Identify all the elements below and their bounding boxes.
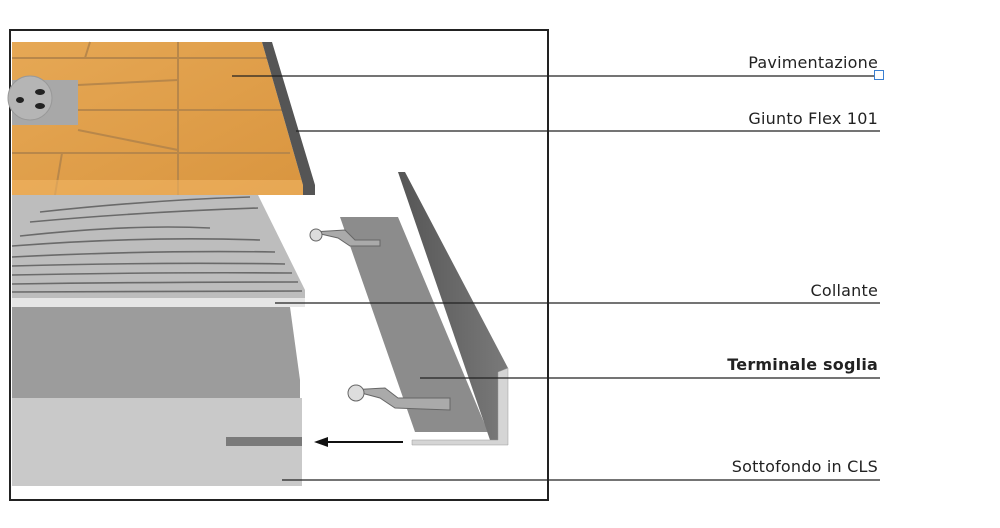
- adhesive-layer: [11, 195, 305, 307]
- label-sottofondo: Sottofondo in CLS: [731, 457, 878, 476]
- selection-handle[interactable]: [874, 70, 884, 80]
- concrete-layer: [12, 307, 302, 486]
- slot: [226, 437, 302, 446]
- tile-layer: [7, 41, 315, 196]
- flex-joint: [262, 42, 315, 195]
- label-terminale: Terminale soglia: [727, 355, 878, 374]
- diagram-frame: [9, 29, 549, 501]
- label-pavimentazione: Pavimentazione: [748, 53, 878, 72]
- leader-lines: [232, 75, 880, 481]
- insert-arrow: [314, 437, 403, 447]
- label-giunto: Giunto Flex 101: [748, 109, 878, 128]
- label-collante: Collante: [810, 281, 878, 300]
- terminal-profile: [309, 172, 509, 446]
